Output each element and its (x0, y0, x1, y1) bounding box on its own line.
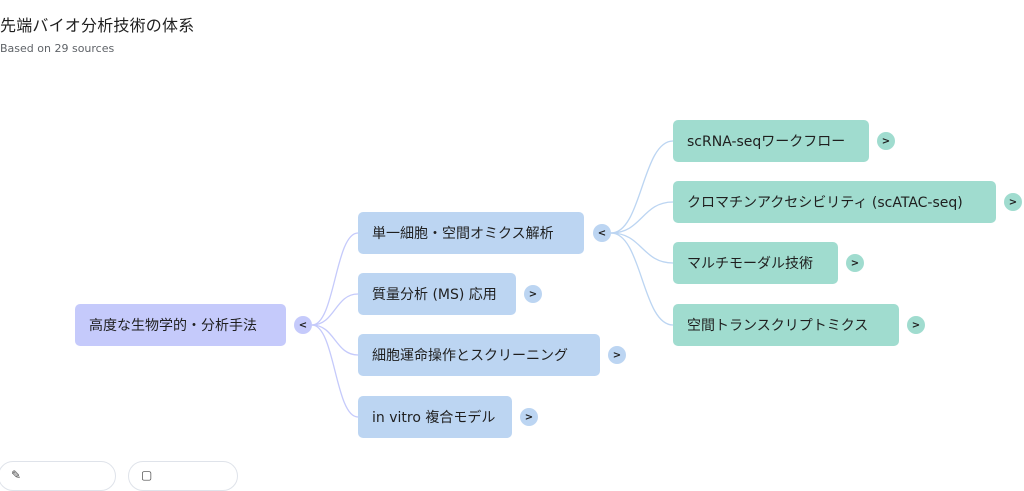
expand-toggle-mass-spec[interactable]: > (524, 285, 542, 303)
collapse-toggle-root[interactable]: < (294, 316, 312, 334)
mindmap-links (311, 140, 674, 418)
link-root-to-l1-3 (311, 324, 359, 418)
mindmap-node-multimodal[interactable]: マルチモーダル技術 (673, 242, 838, 284)
mindmap-node-scatac-seq[interactable]: クロマチンアクセシビリティ (scATAC-seq) (673, 181, 996, 223)
mindmap-node-scrna-seq[interactable]: scRNA-seqワークフロー (673, 120, 869, 162)
node-label: クロマチンアクセシビリティ (scATAC-seq) (687, 195, 963, 211)
collapse-toggle-single-cell-spatial[interactable]: < (593, 224, 611, 242)
mindmap-node-spatial-transcriptomics[interactable]: 空間トランスクリプトミクス (673, 304, 899, 346)
link-l1-to-l2-0 (610, 140, 674, 234)
mindmap-node-single-cell-spatial[interactable]: 単一細胞・空間オミクス解析 (358, 212, 584, 254)
mindmap-node-mass-spec[interactable]: 質量分析 (MS) 応用 (358, 273, 516, 315)
node-label: 空間トランスクリプトミクス (687, 318, 869, 334)
mindmap-node-in-vitro-model[interactable]: in vitro 複合モデル (358, 396, 512, 438)
link-root-to-l1-1 (311, 293, 359, 326)
link-l1-to-l2-1 (610, 201, 674, 234)
expand-toggle-scatac-seq[interactable]: > (1004, 193, 1022, 211)
link-l1-to-l2-2 (610, 232, 674, 264)
mindmap-node-cell-fate[interactable]: 細胞運命操作とスクリーニング (358, 334, 600, 376)
node-label: 高度な生物学的・分析手法 (89, 318, 257, 334)
link-l1-to-l2-3 (610, 232, 674, 326)
expand-toggle-scrna-seq[interactable]: > (877, 132, 895, 150)
node-label: 単一細胞・空間オミクス解析 (372, 226, 554, 242)
thumbs-up-icon: ✎ (11, 468, 22, 482)
good-content-button[interactable]: ✎ (0, 461, 116, 491)
source-count: Based on 29 sources (0, 42, 115, 55)
thumbs-down-icon: ▢ (141, 468, 153, 482)
expand-toggle-cell-fate[interactable]: > (608, 346, 626, 364)
page-title: 先端バイオ分析技術の体系 (0, 16, 195, 35)
bad-content-button[interactable]: ▢ (128, 461, 238, 491)
link-root-to-l1-0 (311, 232, 359, 326)
link-root-to-l1-2 (311, 324, 359, 356)
expand-toggle-multimodal[interactable]: > (846, 254, 864, 272)
node-label: scRNA-seqワークフロー (687, 134, 846, 150)
node-label: マルチモーダル技術 (687, 256, 813, 272)
node-label: in vitro 複合モデル (372, 410, 496, 426)
expand-toggle-in-vitro-model[interactable]: > (520, 408, 538, 426)
expand-toggle-spatial-transcriptomics[interactable]: > (907, 316, 925, 334)
mindmap-root-node[interactable]: 高度な生物学的・分析手法 (75, 304, 286, 346)
node-label: 質量分析 (MS) 応用 (372, 287, 497, 303)
node-label: 細胞運命操作とスクリーニング (372, 348, 568, 364)
